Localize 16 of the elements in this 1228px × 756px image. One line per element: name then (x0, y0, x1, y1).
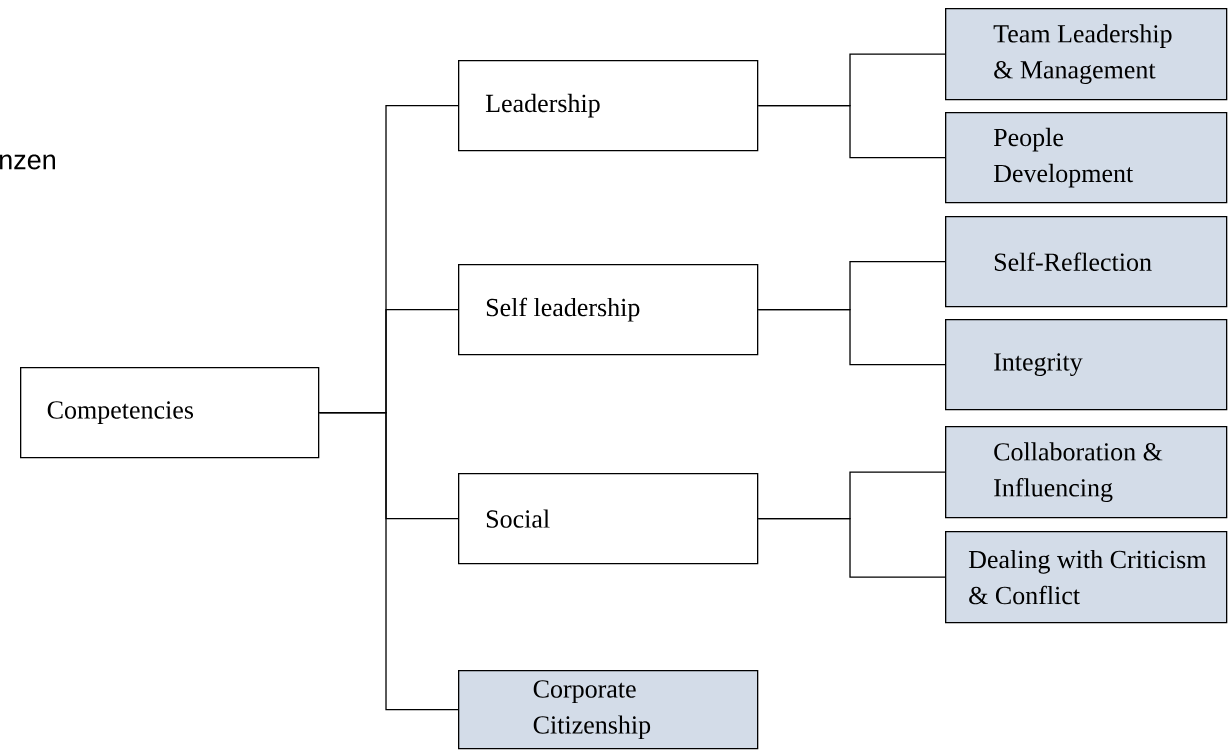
category-box: Dealing with Criticism & Conflict (945, 531, 1228, 624)
connector-line (757, 105, 946, 159)
connector-line (757, 518, 946, 578)
category-box: Team Leadership & Management (945, 8, 1228, 101)
connector-line (318, 412, 459, 711)
category-box: Corporate Citizenship (458, 670, 759, 750)
category-box: Collaboration & Influencing (945, 426, 1228, 519)
connector-line (757, 309, 946, 366)
category-box: Integrity (945, 319, 1228, 411)
competency-box: Leadership (458, 60, 759, 152)
competency-box: Social (458, 473, 759, 565)
category-box: People Development (945, 112, 1228, 204)
heading-fragment: nzen (0, 154, 55, 170)
competency-box: Self leadership (458, 264, 759, 356)
category-box: Self-Reflection (945, 216, 1228, 308)
competency-box: Competencies (20, 367, 320, 459)
